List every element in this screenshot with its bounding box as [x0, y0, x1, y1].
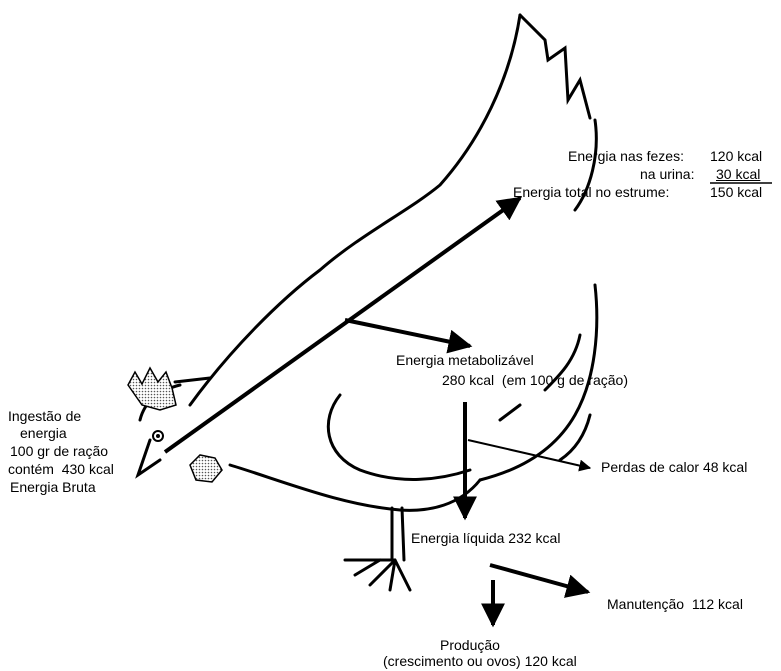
- hen-wing-stroke-1: [500, 405, 520, 420]
- hen-wattle: [190, 455, 222, 482]
- hen-leg-right: [402, 508, 404, 560]
- ingestao-label-line-4: contém 430 kcal: [8, 461, 114, 478]
- urina-label: na urina:: [640, 166, 694, 183]
- hen-foot: [345, 560, 410, 590]
- estrume-label: Energia total no estrume:: [513, 184, 669, 201]
- metabolizavel-value: 280 kcal (em 100 g de ração): [442, 372, 628, 389]
- arrow-to-perdas-calor: [468, 440, 590, 468]
- metabolizavel-label: Energia metabolizável: [396, 352, 534, 369]
- ingestao-label-line-3: 100 gr de ração: [10, 443, 108, 460]
- hen-eye-pupil: [156, 434, 160, 438]
- hen-back-line: [190, 15, 520, 405]
- ingestao-label-line-1: Ingestão de: [8, 408, 81, 425]
- ingestao-label-line-5: Energia Bruta: [10, 479, 96, 496]
- urina-value: 30 kcal: [716, 166, 760, 183]
- fezes-label: Energia nas fezes:: [568, 148, 684, 165]
- manutencao-label: Manutenção 112 kcal: [607, 596, 743, 613]
- fezes-value: 120 kcal: [710, 148, 762, 165]
- hen-comb: [128, 368, 176, 410]
- hen-tail-feathers: [520, 15, 590, 118]
- hen-wing-stroke-3: [560, 415, 590, 460]
- hen-belly-line: [230, 465, 480, 510]
- estrume-value: 150 kcal: [710, 184, 762, 201]
- hen-neck-front: [175, 378, 210, 382]
- arrow-to-metabolizavel: [345, 320, 470, 346]
- hen-wing-curve: [328, 395, 470, 479]
- hen-beak: [138, 440, 160, 475]
- producao-label: Produção: [440, 637, 500, 654]
- perdas-calor-label: Perdas de calor 48 kcal: [601, 459, 747, 476]
- arrow-to-manutencao: [490, 565, 588, 592]
- liquida-label: Energia líquida 232 kcal: [411, 530, 560, 547]
- hen-outline: [138, 15, 597, 590]
- producao-value: (crescimento ou ovos) 120 kcal: [383, 653, 577, 670]
- ingestao-label-line-2: energia: [20, 425, 67, 442]
